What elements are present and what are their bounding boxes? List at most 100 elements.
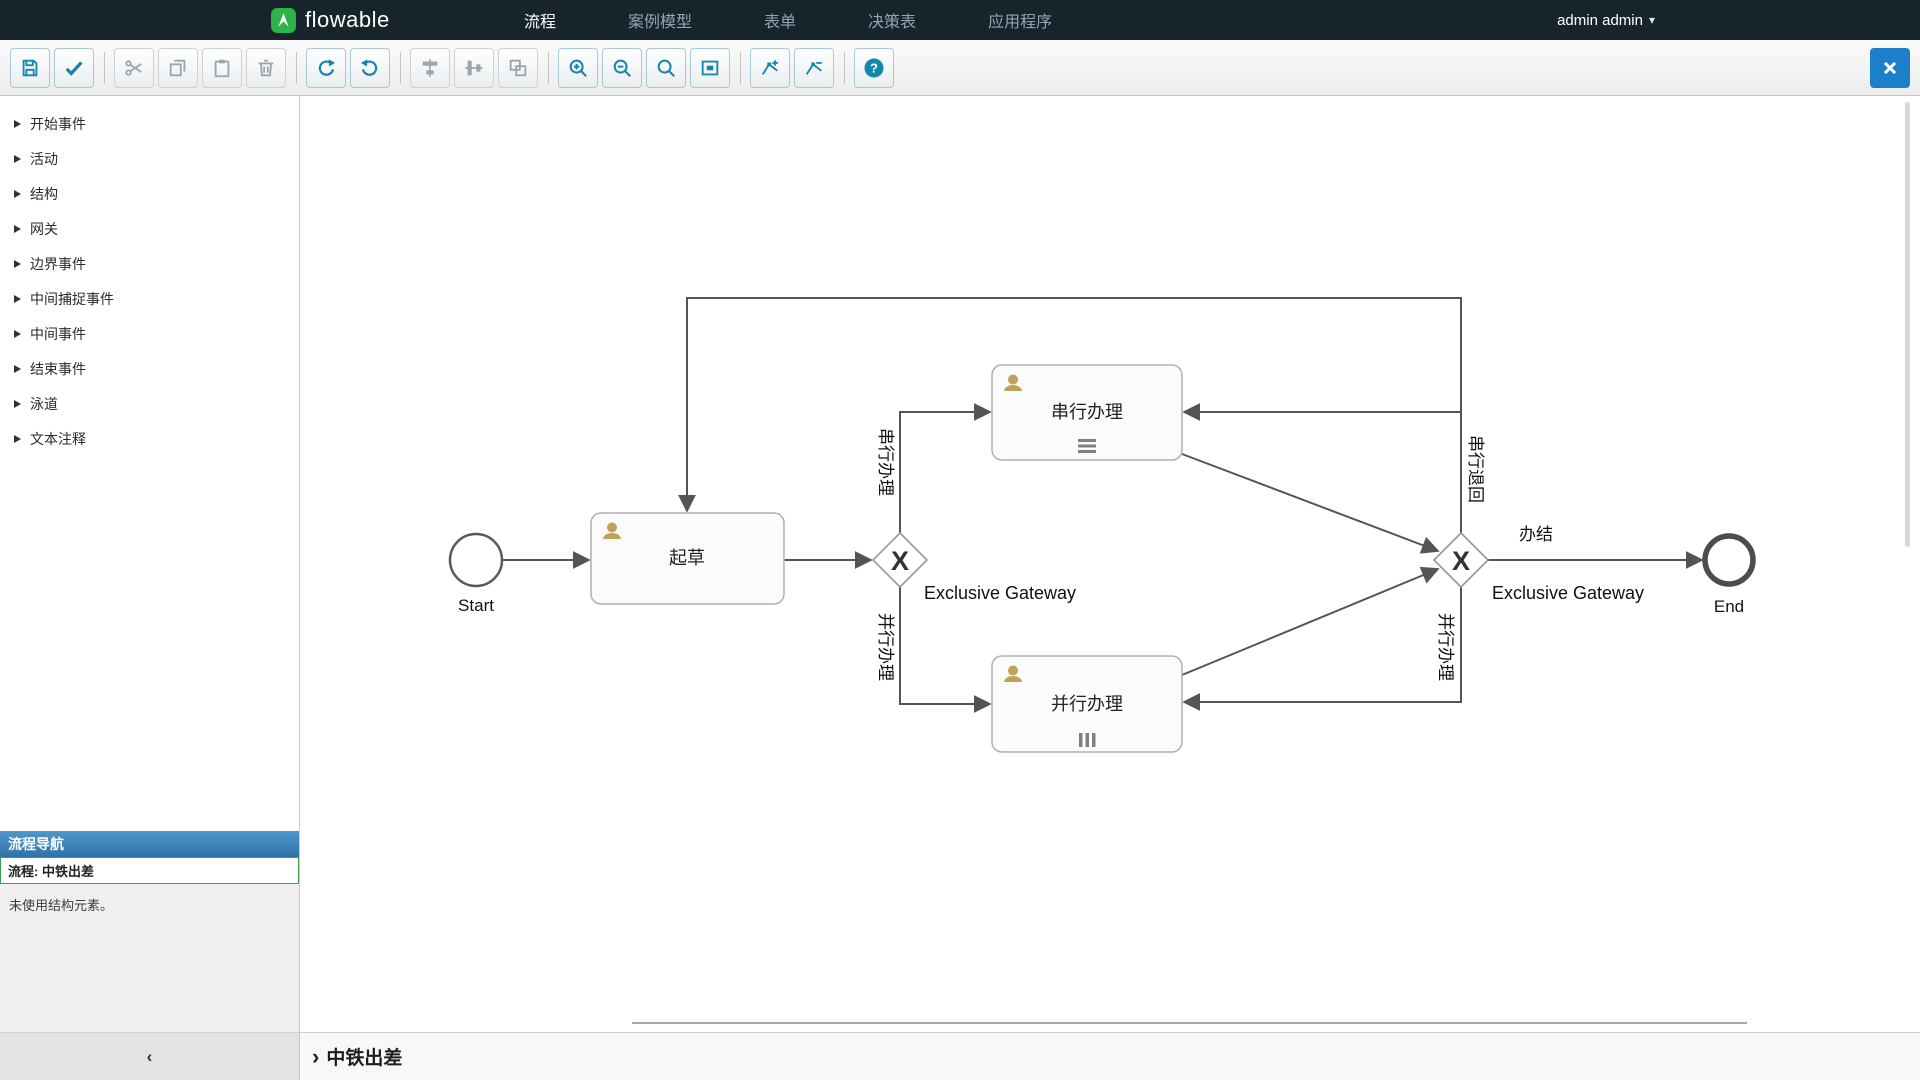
help-icon: ? (864, 58, 884, 77)
gateway-x-icon: X (891, 546, 909, 576)
gateway-x-icon: X (1452, 546, 1470, 576)
zoom-out-button[interactable] (602, 47, 642, 88)
tab-apps[interactable]: 应用程序 (988, 14, 1053, 31)
zoom-fit-button[interactable] (690, 47, 730, 88)
task-serial[interactable]: 串行办理 (991, 364, 1183, 461)
palette-item-start-events[interactable]: 开始事件 (0, 106, 299, 141)
chevron-right-icon (14, 119, 21, 128)
palette-item-label: 网关 (30, 220, 58, 237)
task-parallel[interactable]: 并行办理 (991, 655, 1183, 753)
palette-item-gateways[interactable]: 网关 (0, 211, 299, 246)
navigator-note: 未使用结构元素。 (9, 898, 114, 913)
palette-item-activities[interactable]: 活动 (0, 141, 299, 176)
shape-palette: 开始事件 活动 结构 网关 边界事件 中间捕捉事件 (0, 96, 299, 456)
zoom-actual-icon (657, 59, 675, 77)
flowable-brand[interactable]: flowable (270, 0, 390, 40)
flow-parallel-to-gateway[interactable] (1181, 566, 1440, 676)
chevron-right-icon: › (312, 1043, 320, 1069)
remove-bendpoint-button[interactable] (794, 47, 834, 88)
flow-parallel-branch[interactable] (899, 587, 992, 713)
cut-button[interactable] (114, 47, 154, 88)
bottom-bar: ‹ › 中铁出差 (0, 1032, 1920, 1080)
zoom-in-button[interactable] (558, 47, 598, 88)
exclusive-gateway-right[interactable]: X Exclusive Gateway (1432, 531, 1644, 603)
end-event-label: End (1714, 597, 1744, 616)
palette-item-intermediate-catching-events[interactable]: 中间捕捉事件 (0, 281, 299, 316)
palette-item-label: 开始事件 (30, 115, 86, 132)
flow-serial-return-to-draft[interactable] (678, 297, 1462, 533)
user-menu[interactable]: admin admin ▾ (1557, 0, 1655, 40)
palette-item-end-events[interactable]: 结束事件 (0, 351, 299, 386)
toolbar-separator (548, 51, 549, 84)
tab-decision-tables[interactable]: 决策表 (868, 14, 917, 31)
flow-return-to-parallel[interactable] (1182, 587, 1462, 711)
task-draft[interactable]: 起草 (590, 512, 785, 605)
align-horizontal-button[interactable] (410, 47, 450, 88)
add-bendpoint-icon (761, 59, 778, 75)
validate-button[interactable] (54, 47, 94, 88)
toolbar-separator (740, 51, 741, 84)
start-event[interactable]: Start (448, 532, 504, 615)
process-navigator-panel: 流程导航 流程: 中铁出差 未使用结构元素。 (0, 831, 299, 1032)
flowable-logo-icon (271, 7, 296, 33)
align-horizontal-icon (422, 58, 438, 77)
palette-item-swimlanes[interactable]: 泳道 (0, 386, 299, 421)
flow-serial-branch[interactable] (899, 403, 992, 533)
navigator-current-label: 流程: 中铁出差 (8, 864, 94, 879)
canvas-horizontal-scrollbar[interactable] (632, 1022, 1747, 1024)
delete-button[interactable] (246, 47, 286, 88)
add-bendpoint-button[interactable] (750, 47, 790, 88)
navigator-current-process[interactable]: 流程: 中铁出差 (0, 857, 299, 884)
tab-processes[interactable]: 流程 (524, 14, 557, 31)
user-task-icon (1004, 665, 1022, 682)
undo-button[interactable] (350, 47, 390, 88)
start-event-label: Start (458, 596, 494, 615)
bpmn-diagram: Start 起草 串行办理 (448, 297, 1756, 753)
palette-item-label: 结构 (30, 185, 58, 202)
toolbar-separator (844, 51, 845, 84)
redo-button[interactable] (306, 47, 346, 88)
palette-item-text-annotation[interactable]: 文本注释 (0, 421, 299, 456)
trash-icon (258, 59, 274, 76)
top-navbar: flowable 流程 案例模型 表单 决策表 应用程序 admin admin… (0, 0, 1920, 40)
process-title-bar[interactable]: › 中铁出差 (300, 1032, 1920, 1080)
zoom-out-icon (613, 59, 631, 77)
paste-button[interactable] (202, 47, 242, 88)
palette-item-label: 边界事件 (30, 255, 86, 272)
save-button[interactable] (10, 47, 50, 88)
copy-button[interactable] (158, 47, 198, 88)
brand-name: flowable (305, 7, 390, 32)
palette-item-boundary-events[interactable]: 边界事件 (0, 246, 299, 281)
palette-item-label: 结束事件 (30, 360, 86, 377)
end-event[interactable]: End (1702, 533, 1756, 616)
redo-icon (318, 58, 335, 76)
navigator-title: 流程导航 (8, 836, 64, 852)
flow-serial-to-gateway[interactable] (1181, 453, 1440, 554)
canvas-vertical-scrollbar[interactable] (1905, 102, 1910, 547)
zoom-actual-button[interactable] (646, 47, 686, 88)
help-button[interactable]: ? (854, 47, 894, 88)
user-task-icon (603, 522, 621, 539)
close-editor-button[interactable] (1870, 48, 1910, 88)
parallel-multi-instance-icon (1079, 733, 1096, 747)
remove-bendpoint-icon (805, 61, 822, 75)
exclusive-gateway-left[interactable]: X Exclusive Gateway (871, 531, 1076, 603)
bpmn-canvas[interactable]: Start 起草 串行办理 (300, 96, 1920, 1032)
flow-return-to-serial[interactable] (1182, 403, 1462, 533)
palette-sidebar: 开始事件 活动 结构 网关 边界事件 中间捕捉事件 (0, 96, 300, 1032)
tab-case-models[interactable]: 案例模型 (628, 14, 693, 31)
zoom-in-icon (569, 59, 587, 77)
align-vertical-button[interactable] (454, 47, 494, 88)
same-size-button[interactable] (498, 47, 538, 88)
palette-item-structural[interactable]: 结构 (0, 176, 299, 211)
collapse-sidebar-button[interactable]: ‹ (0, 1032, 300, 1080)
edge-label-parallel-out: 并行办理 (876, 613, 895, 681)
editor-toolbar: ? (0, 40, 1920, 96)
user-task-icon (1004, 374, 1022, 391)
toolbar-separator (104, 51, 105, 84)
edge-label-serial-out: 串行办理 (876, 428, 895, 496)
palette-item-intermediate-throwing-events[interactable]: 中间事件 (0, 316, 299, 351)
tab-forms[interactable]: 表单 (764, 14, 797, 31)
task-draft-label: 起草 (669, 548, 705, 568)
